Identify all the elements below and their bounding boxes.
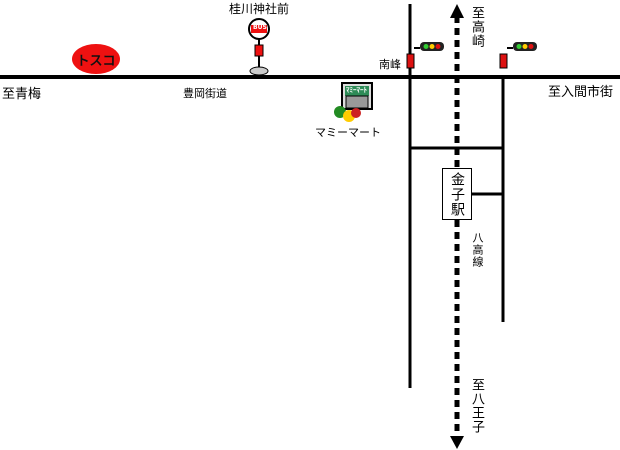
store-sign-text: ﾏﾐｰﾏｰﾄ xyxy=(346,86,367,94)
kaneko-station: 金子駅 xyxy=(442,168,472,220)
to-takasaki-label: 至高崎 xyxy=(469,6,484,48)
arrow-up-icon xyxy=(450,4,464,18)
to-hachioji-label: 至八王子 xyxy=(469,378,484,434)
bus-stop-label: 桂川神社前 xyxy=(229,2,290,16)
traffic-signal-icon xyxy=(406,42,444,69)
tosco-logo: トスコ xyxy=(72,44,120,74)
traffic-signal-icon xyxy=(499,42,537,69)
bus-sign-text: BUS xyxy=(253,24,267,31)
bus-stop-icon xyxy=(248,18,270,76)
hachiko-line-label: 八高線 xyxy=(471,232,484,268)
arrow-down-icon xyxy=(450,436,464,449)
to-ome-label: 至青梅 xyxy=(2,87,42,102)
toyooka-road-label: 豊岡街道 xyxy=(183,87,227,100)
tosco-label: トスコ xyxy=(76,53,116,69)
station-label: 金子駅 xyxy=(449,171,465,217)
minamimine-label: 南峰 xyxy=(379,58,401,71)
to-irumashi-label: 至入間市街 xyxy=(548,85,614,100)
mammy-mart-label: マミーマート xyxy=(315,126,381,139)
supermarket-icon xyxy=(334,82,373,122)
